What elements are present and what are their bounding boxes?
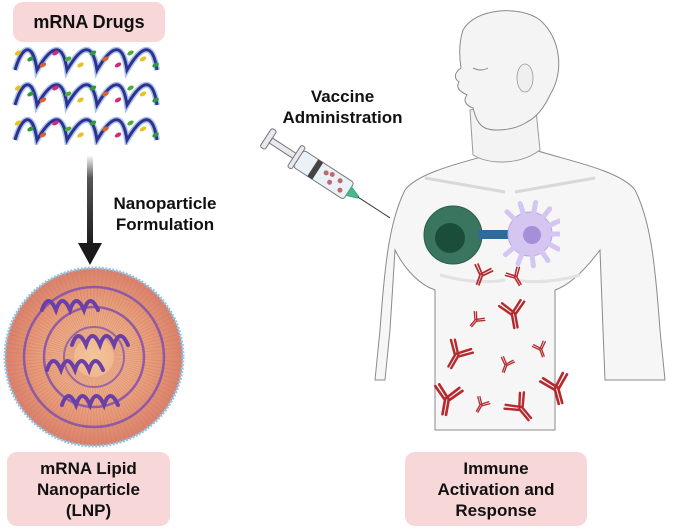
receptor [478, 230, 496, 239]
nanoparticle-formulation-label: Nanoparticle Formulation [100, 193, 230, 235]
dendritic-cell [502, 199, 560, 269]
antibody-icon [503, 391, 533, 422]
antibody-icon [447, 338, 475, 370]
t-cell-nucleus [435, 223, 465, 253]
immune-cells [423, 199, 560, 269]
antibody-icon [469, 310, 486, 328]
mrna-strand [12, 47, 160, 79]
immune-line-3: Response [455, 500, 537, 520]
lnp-mrna-helix [70, 334, 130, 351]
lnp-label: mRNA Lipid Nanoparticle (LNP) [7, 452, 170, 526]
formulation-arrow-icon [78, 155, 102, 265]
lnp-line-2: Nanoparticle [37, 479, 140, 499]
antibody-icon [498, 298, 526, 330]
vaccine-line-2: Administration [282, 108, 403, 127]
lnp-mrna-helix [40, 299, 100, 316]
syringe-icon [260, 128, 391, 219]
antibodies [433, 263, 569, 422]
vaccine-administration-label: Vaccine Administration [270, 86, 415, 128]
dendritic-nucleus [523, 226, 541, 244]
lipid-nanoparticle-icon [3, 266, 185, 448]
formulation-line-1: Nanoparticle [113, 194, 217, 213]
lnp-line-3: (LNP) [65, 500, 112, 520]
antibody-icon [504, 266, 522, 287]
mrna-drugs-text: mRNA Drugs [33, 11, 145, 32]
mrna-strands [12, 47, 160, 145]
lnp-mrna-helix [45, 359, 105, 376]
lnp-line-1: mRNA Lipid [40, 458, 137, 478]
antibody-icon [500, 356, 516, 374]
mrna-strand [12, 117, 160, 145]
immune-response-label: Immune Activation and Response [405, 452, 587, 526]
lnp-mrna-helix [60, 394, 120, 411]
antibody-icon [433, 383, 464, 417]
immune-line-2: Activation and [437, 479, 555, 499]
immune-line-1: Immune [463, 458, 529, 478]
antibody-icon [538, 371, 569, 406]
antibody-icon [474, 263, 494, 286]
head [454, 10, 560, 131]
antibody-icon [475, 396, 491, 413]
formulation-line-2: Formulation [115, 215, 215, 234]
vaccine-line-1: Vaccine [310, 87, 375, 106]
mrna-drugs-label: mRNA Drugs [13, 2, 165, 42]
mrna-strand [12, 82, 160, 114]
closed-eye [472, 67, 489, 71]
ear [516, 63, 534, 93]
antibody-icon [531, 340, 546, 358]
